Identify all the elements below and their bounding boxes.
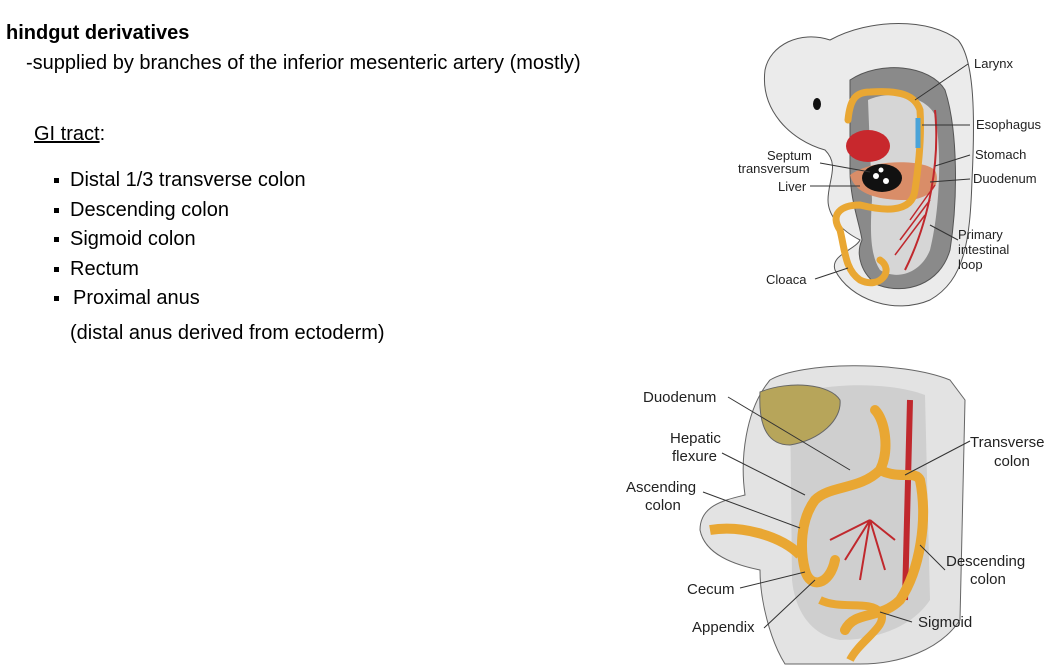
gi-tract-colon: : — [99, 123, 106, 145]
label-intestinal: intestinal — [958, 242, 1009, 257]
colon-leader-lines — [702, 396, 971, 629]
artery-branch — [894, 184, 936, 256]
liver-outline — [759, 384, 841, 446]
gut-tube — [832, 88, 925, 287]
label-primary: Primary — [958, 227, 1003, 242]
label-loop: loop — [958, 257, 983, 272]
slide-title: hindgut derivatives — [6, 22, 190, 44]
label-ascending-colon: colon — [645, 497, 681, 514]
descending-artery — [902, 399, 913, 601]
label-cloaca: Cloaca — [766, 272, 807, 287]
label-transverse-colon: colon — [994, 453, 1030, 470]
label-liver: Liver — [778, 179, 807, 194]
label-esophagus: Esophagus — [976, 117, 1042, 132]
gi-tract-heading: GI tract: — [34, 123, 105, 146]
label-ascending: Ascending — [626, 479, 696, 496]
label-flexure: flexure — [672, 448, 717, 465]
ectoderm-note: (distal anus derived from ectoderm) — [70, 322, 385, 344]
liver-spot — [878, 167, 884, 173]
gi-tract-label: GI tract — [34, 123, 100, 145]
anal-canal — [709, 523, 804, 559]
colon-tube — [797, 405, 929, 635]
liver-shape — [862, 164, 902, 192]
label-descending: Descending — [946, 553, 1025, 570]
embryo-leader-lines — [810, 63, 971, 280]
label-larynx: Larynx — [974, 56, 1014, 71]
label-descending-colon: colon — [970, 571, 1006, 588]
embryo-eye — [813, 98, 821, 110]
label-hepatic: Hepatic — [670, 430, 721, 447]
label-sigmoid: Sigmoid — [918, 614, 972, 631]
list-item: Descending colon — [52, 196, 306, 226]
list-item: Rectum — [52, 255, 306, 285]
label-transverse: Transverse — [970, 434, 1044, 451]
label-septum: Septum — [767, 148, 812, 163]
list-item: Sigmoid colon — [52, 225, 306, 255]
label-appendix: Appendix — [692, 619, 755, 636]
heart-shape — [846, 130, 890, 162]
liver-spot — [873, 173, 879, 179]
label-duodenum-bottom: Duodenum — [643, 389, 716, 406]
label-cecum: Cecum — [687, 581, 735, 598]
liver-spot — [883, 178, 889, 184]
gi-tract-list: Distal 1/3 transverse colon Descending c… — [52, 166, 306, 314]
label-stomach: Stomach — [975, 147, 1026, 162]
list-item: Distal 1/3 transverse colon — [52, 166, 306, 196]
slide-subtitle: -supplied by branches of the inferior me… — [26, 52, 581, 74]
mesenteric-arteries — [829, 519, 896, 581]
label-transversum: transversum — [738, 161, 810, 176]
label-duodenum-top: Duodenum — [973, 171, 1037, 186]
list-item: Proximal anus — [52, 284, 306, 314]
